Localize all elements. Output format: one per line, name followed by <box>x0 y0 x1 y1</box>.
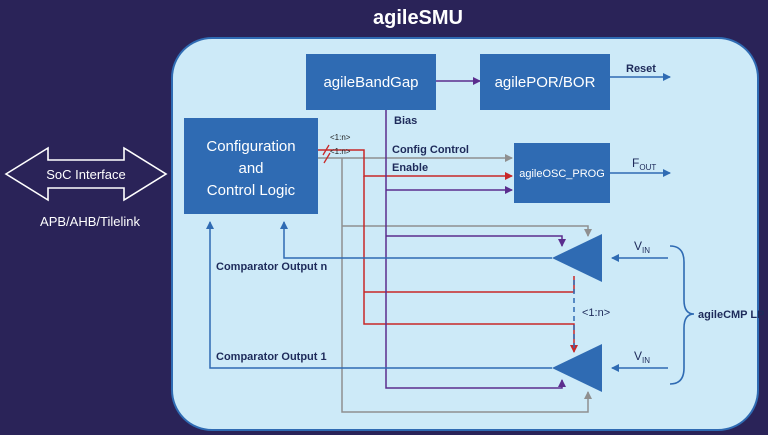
cmp-group-label: agileCMP LP <box>698 309 764 321</box>
soc-interface-label: SoC Interface <box>46 167 126 182</box>
config-logic-label-line2: and <box>238 160 263 177</box>
osc-block: agileOSC_PROG <box>514 143 610 203</box>
comparator-output-n-label: Comparator Output n <box>216 261 327 273</box>
config-control-label: Config Control <box>392 144 469 156</box>
bias-label: Bias <box>394 115 417 127</box>
soc-interface-arrow <box>4 146 168 202</box>
config-logic-block: Configuration and Control Logic <box>184 118 318 214</box>
comparator-range-label: <1:n> <box>582 307 610 319</box>
enable-label: Enable <box>392 162 428 174</box>
osc-label: agileOSC_PROG <box>519 168 605 180</box>
config-control-bus <box>318 154 592 413</box>
cmp-group-brace <box>669 245 695 385</box>
comparator-output-1-label: Comparator Output 1 <box>216 351 327 363</box>
vin-label-1: VIN <box>634 349 650 365</box>
bandgap-label: agileBandGap <box>323 74 418 91</box>
por-bor-label: agilePOR/BOR <box>495 74 596 91</box>
bias-bus <box>385 77 566 389</box>
config-logic-label-line1: Configuration <box>206 138 295 155</box>
config-logic-label-line3: Control Logic <box>207 182 296 199</box>
bus-width-markers <box>322 144 331 164</box>
smu-container <box>171 37 759 431</box>
comparator-1 <box>552 344 602 392</box>
bus-width-label-1: <1:n> <box>330 133 351 142</box>
bandgap-block: agileBandGap <box>306 54 436 110</box>
vin-label-n: VIN <box>634 239 650 255</box>
diagram-title: agileSMU <box>373 7 463 29</box>
signal-lines-blue <box>206 73 671 372</box>
bus-protocol-label: APB/AHB/Tilelink <box>40 214 140 229</box>
por-bor-block: agilePOR/BOR <box>480 54 610 110</box>
reset-label: Reset <box>626 63 656 75</box>
fout-label: FOUT <box>632 156 656 172</box>
bus-width-label-2: <1:n> <box>330 147 351 156</box>
comparator-n <box>552 234 602 282</box>
